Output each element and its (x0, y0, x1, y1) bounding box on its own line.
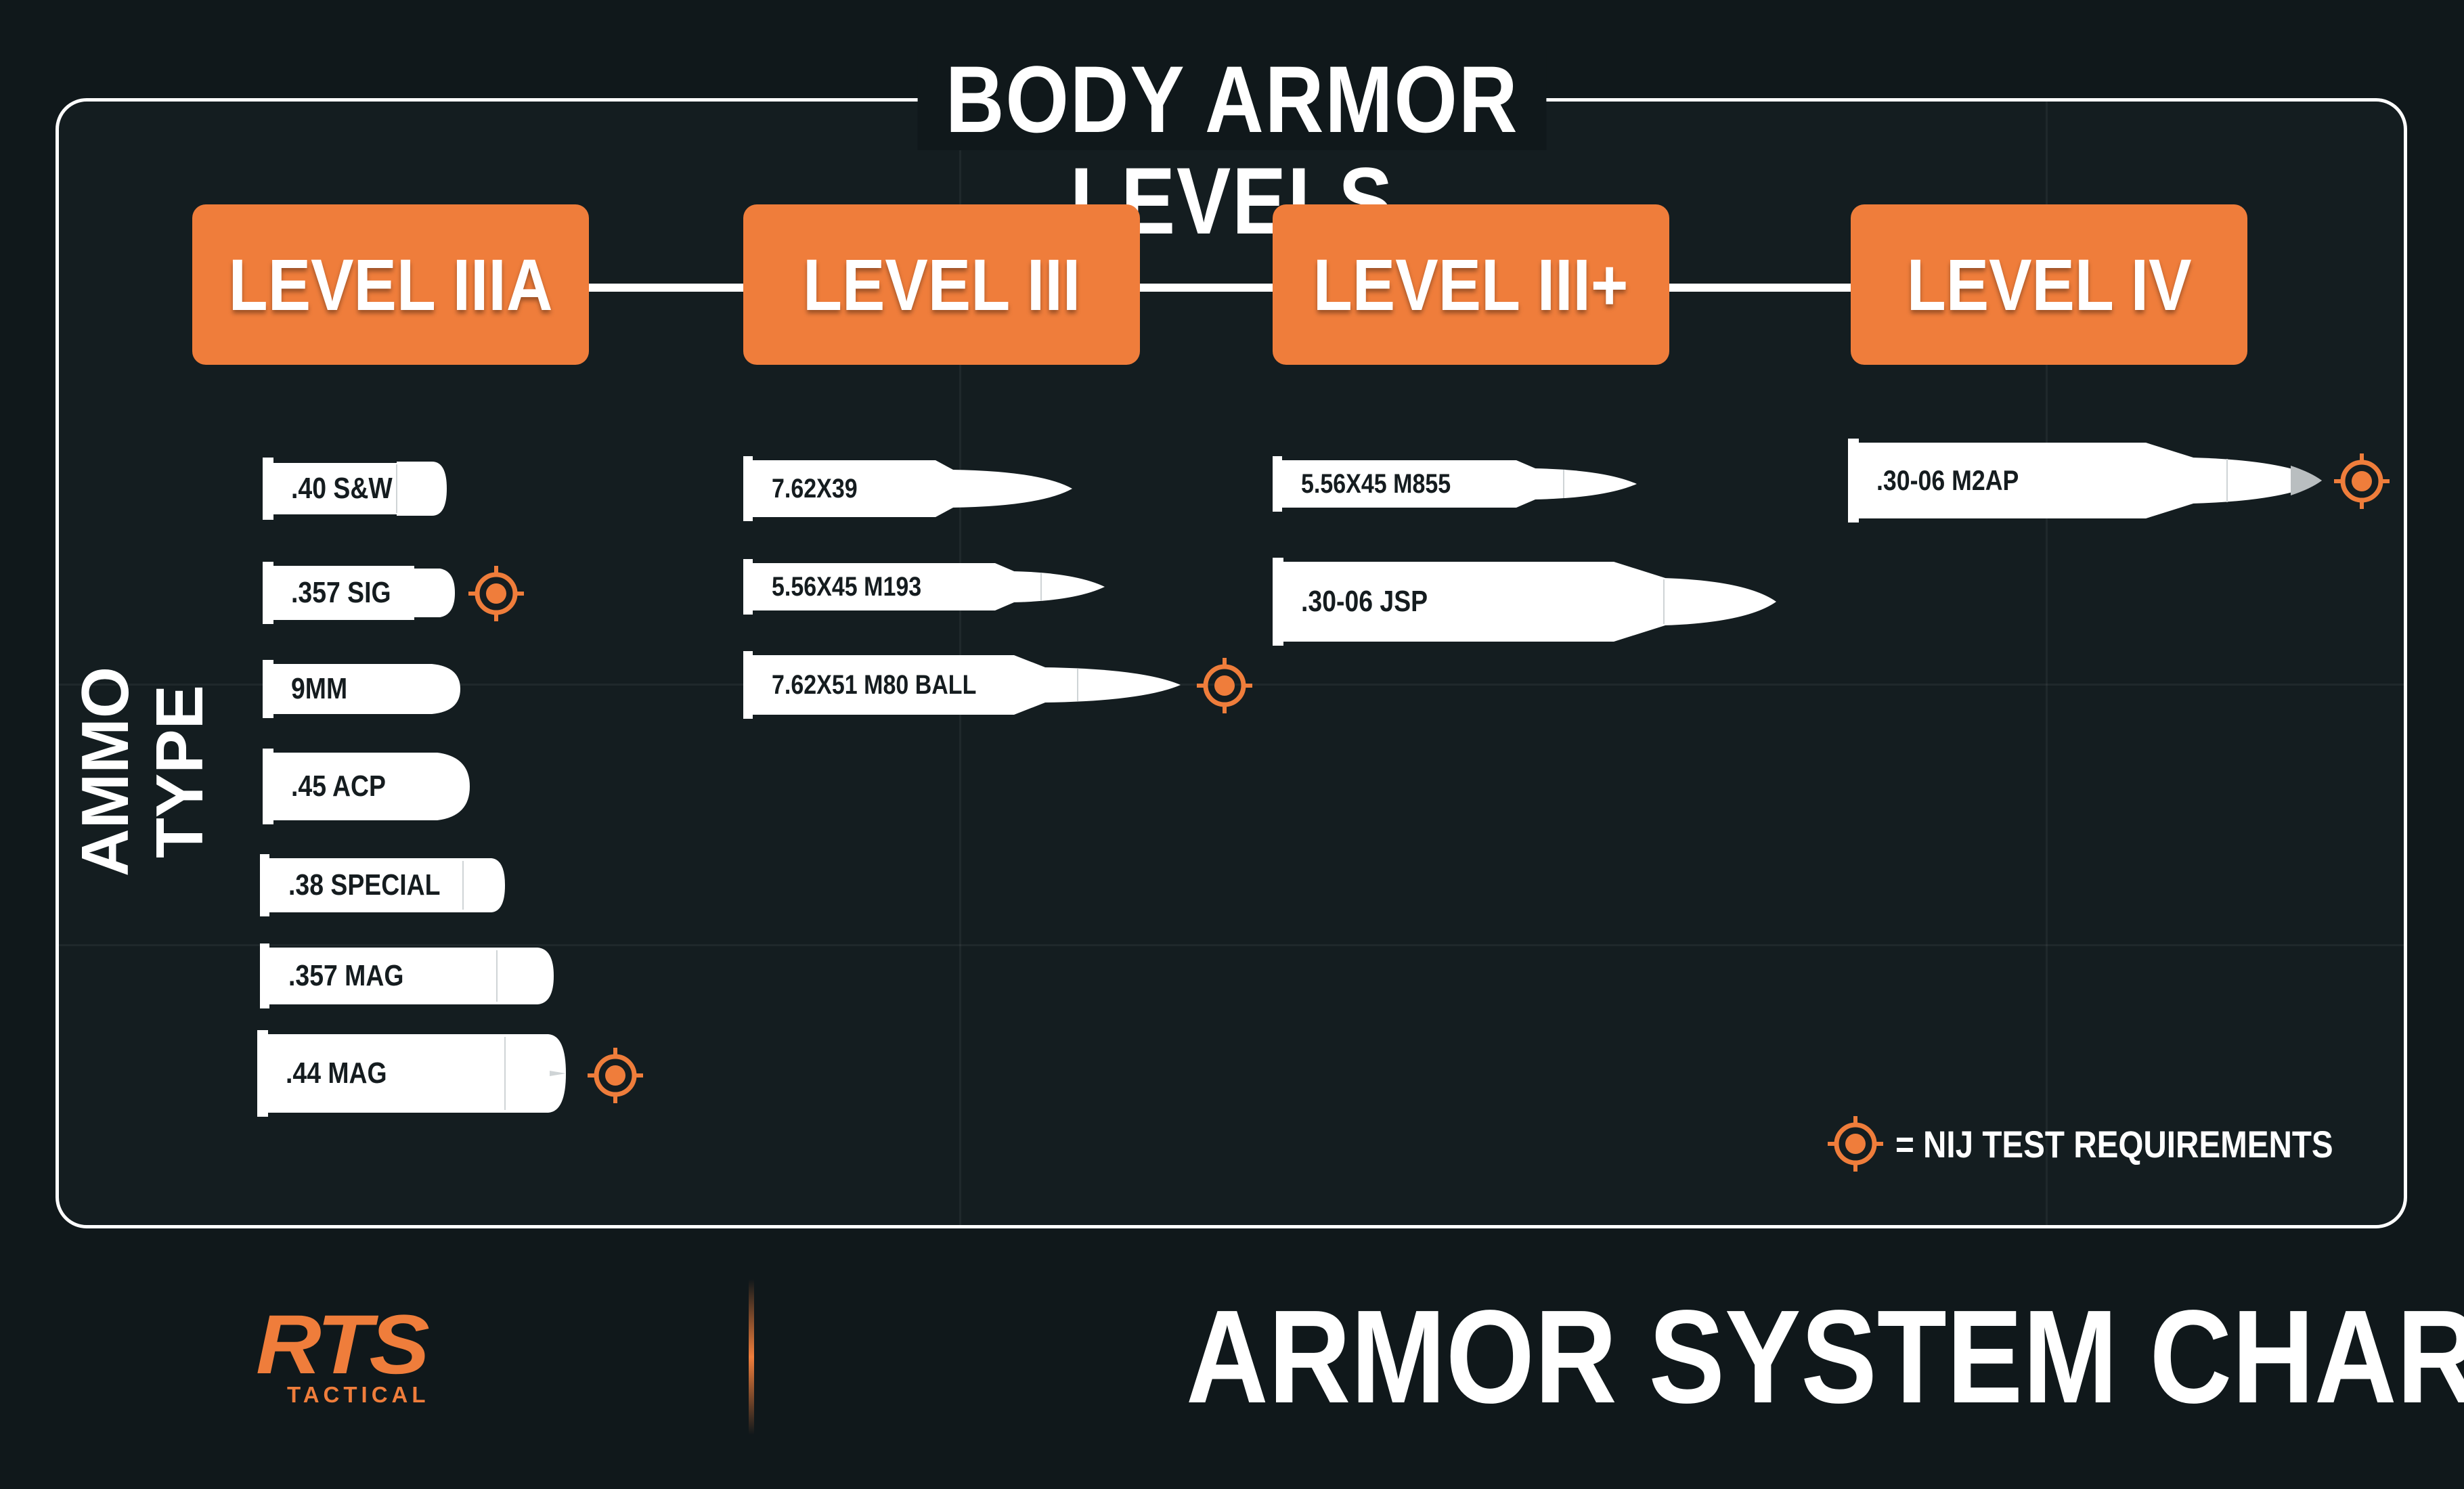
bullet-shape (1273, 456, 1637, 512)
bullet-label: 9MM (291, 672, 348, 705)
level-connector (586, 284, 746, 292)
bullet-label: .40 S&W (291, 472, 393, 505)
bullet-label: 7.62X39 (772, 473, 858, 504)
level-label: LEVEL III (802, 244, 1081, 326)
level-iii-box: LEVEL III (743, 204, 1140, 365)
bullet-shape (263, 562, 455, 624)
legend-text: = NIJ TEST REQUIREMENTS (1895, 1122, 2333, 1165)
bullet-label: 7.62X51 M80 BALL (772, 669, 977, 700)
bullet-label: .357 MAG (288, 959, 404, 992)
bullet-762x51-m80: 7.62X51 M80 BALL (743, 651, 1181, 719)
bullet-label: .30-06 M2AP (1876, 464, 2019, 496)
bullet-label: 5.56X45 M855 (1301, 468, 1451, 499)
ammo-type-axis-label: AMMO TYPE (68, 666, 217, 877)
level-iii-plus-box: LEVEL III+ (1273, 204, 1669, 365)
bullet-3006-jsp: .30-06 JSP (1273, 558, 1776, 646)
nij-target-icon (468, 566, 524, 621)
bullet-44mag: .44 MAG (257, 1030, 566, 1117)
bullet-label: .357 SIG (291, 576, 391, 609)
level-label: LEVEL III+ (1313, 244, 1629, 326)
bullet-label: .45 ACP (291, 770, 386, 803)
bullet-label: 5.56X45 M193 (772, 571, 922, 602)
bullet-45acp: .45 ACP (263, 749, 470, 824)
footer-divider (749, 1279, 754, 1435)
bullet-357mag: .357 MAG (260, 943, 554, 1008)
nij-target-icon (1197, 658, 1252, 713)
nij-target-icon (2334, 453, 2390, 509)
level-label: LEVEL IIIA (228, 244, 553, 326)
level-label: LEVEL IV (1906, 244, 2192, 326)
bullet-357sig: .357 SIG (263, 562, 455, 624)
level-iv-box: LEVEL IV (1851, 204, 2247, 365)
bullet-shape (260, 854, 505, 916)
rts-tactical-logo: RTS TACTICAL (256, 1303, 459, 1407)
bullet-label: .30-06 JSP (1301, 585, 1428, 618)
bullet-shape (263, 749, 470, 824)
level-iiia-box: LEVEL IIIA (192, 204, 589, 365)
bullet-9mm: 9MM (263, 660, 460, 718)
legend: = NIJ TEST REQUIREMENTS (1828, 1110, 2411, 1178)
footer-title: ARMOR SYSTEM CHART (1186, 1283, 2464, 1431)
level-connector (1667, 284, 1853, 292)
bullet-shape (1848, 439, 2322, 523)
page-title: BODY ARMOR LEVELS (917, 49, 1547, 252)
nij-target-icon (588, 1048, 643, 1103)
bullet-shape (743, 651, 1181, 719)
bullet-556x45-m855: 5.56X45 M855 (1273, 456, 1637, 512)
bullet-shape (263, 458, 447, 520)
bullet-label: .38 SPECIAL (288, 868, 441, 902)
bullet-shape (257, 1030, 566, 1117)
bullet-38special: .38 SPECIAL (260, 854, 505, 916)
bullet-3006-m2ap: .30-06 M2AP (1848, 439, 2322, 523)
target-icon (1828, 1116, 1883, 1172)
grid-line (59, 944, 2404, 946)
bullet-label: .44 MAG (286, 1057, 387, 1090)
bullet-shape (743, 456, 1072, 521)
bullet-556x45-m193: 5.56X45 M193 (743, 559, 1105, 615)
bullet-40sw: .40 S&W (263, 458, 447, 520)
bullet-shape (1273, 558, 1776, 646)
bullet-762x39: 7.62X39 (743, 456, 1072, 521)
bullet-shape (260, 943, 554, 1008)
level-connector (1137, 284, 1275, 292)
logo-sub: TACTICAL (287, 1382, 430, 1407)
grid-line (2046, 102, 2048, 1225)
bullet-shape (263, 660, 460, 718)
logo-main: RTS (256, 1298, 430, 1392)
bullet-shape (743, 559, 1105, 615)
